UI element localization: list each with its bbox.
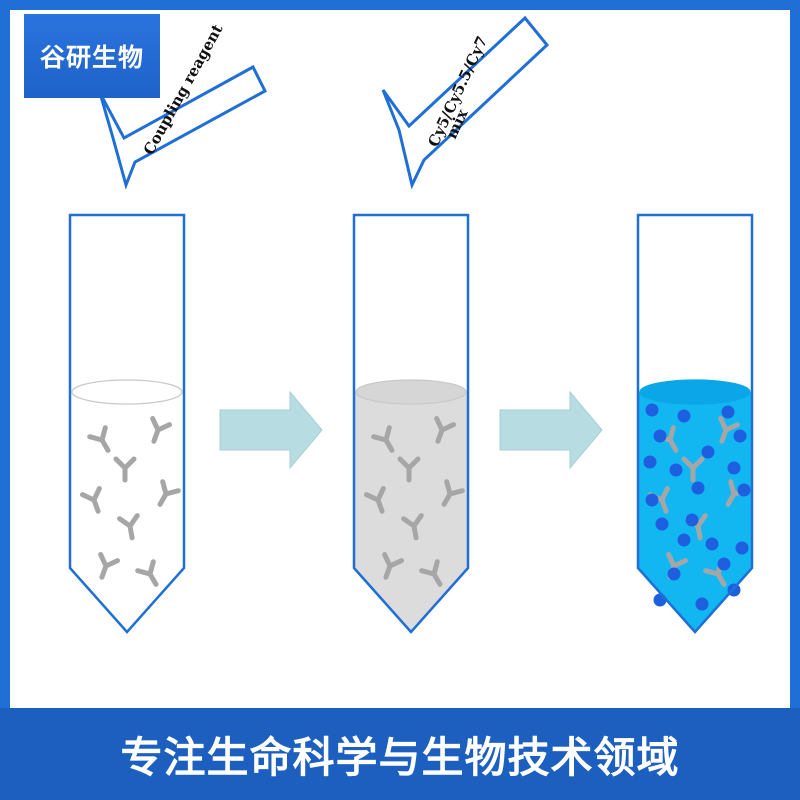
dye-dot <box>653 429 667 443</box>
liquid-surface <box>639 379 751 405</box>
antibody <box>363 485 386 514</box>
tube-1 <box>68 213 186 634</box>
dye-dot <box>695 597 709 611</box>
process-arrow-1-shape <box>219 390 323 470</box>
dye-dot <box>677 409 691 423</box>
dye-dot <box>733 429 747 443</box>
antibody <box>135 559 159 587</box>
dye-dot <box>705 537 719 551</box>
dye-dot <box>645 403 659 417</box>
antibody <box>157 479 181 507</box>
dye-dot <box>655 517 669 531</box>
dye-dot <box>737 483 751 497</box>
antibody <box>718 415 741 444</box>
footer-tagline: 专注生命科学与生物技术领域 <box>120 732 680 782</box>
antibody <box>681 456 705 483</box>
dye-dot <box>685 513 699 527</box>
tube-liquid <box>354 392 468 632</box>
dye-dot <box>721 405 735 419</box>
dye-dot <box>691 481 705 495</box>
antibody <box>113 456 137 483</box>
tube-liquid <box>70 392 184 632</box>
reagent-arrow-1-shape <box>98 64 267 190</box>
brand-logo: 谷研生物 <box>24 14 160 98</box>
dye-dot <box>717 557 731 571</box>
antibody <box>150 415 173 444</box>
liquid-surface <box>71 379 183 405</box>
dye-dot <box>643 455 657 469</box>
antibody <box>371 425 395 453</box>
reagent-arrow-2-shape <box>381 15 550 190</box>
antibody <box>87 425 111 453</box>
tube-outline <box>636 213 754 634</box>
antibody <box>397 456 421 483</box>
process-arrow-2 <box>499 390 603 470</box>
tubes <box>68 213 754 634</box>
dye-dot <box>701 445 715 459</box>
dye-dot <box>667 567 681 581</box>
dye-dot <box>677 533 691 547</box>
tube-outline <box>352 213 470 634</box>
antibody <box>382 551 405 580</box>
antibody <box>401 513 424 541</box>
tube-2 <box>352 213 470 634</box>
antibody <box>79 485 102 514</box>
process-arrow-2-shape <box>499 390 603 470</box>
dye-dot <box>653 593 667 607</box>
antibody <box>419 559 443 587</box>
tube-liquid <box>638 392 752 632</box>
dye-dot <box>735 541 749 555</box>
liquid-surface <box>355 379 467 405</box>
antibody <box>98 551 121 580</box>
dye-dot <box>669 463 683 477</box>
antibody <box>434 415 457 444</box>
dye-dot <box>727 461 741 475</box>
tube-outline <box>68 213 186 634</box>
dye-dot <box>645 493 659 507</box>
process-arrow-1 <box>219 390 323 470</box>
reagent-arrow-2: Cy5/Cy5.5/Cy7 mix <box>381 15 550 190</box>
antibody <box>117 513 140 541</box>
footer-banner: 专注生命科学与生物技术领域 <box>0 708 800 800</box>
tube-3 <box>636 213 754 634</box>
antibody <box>441 479 465 507</box>
